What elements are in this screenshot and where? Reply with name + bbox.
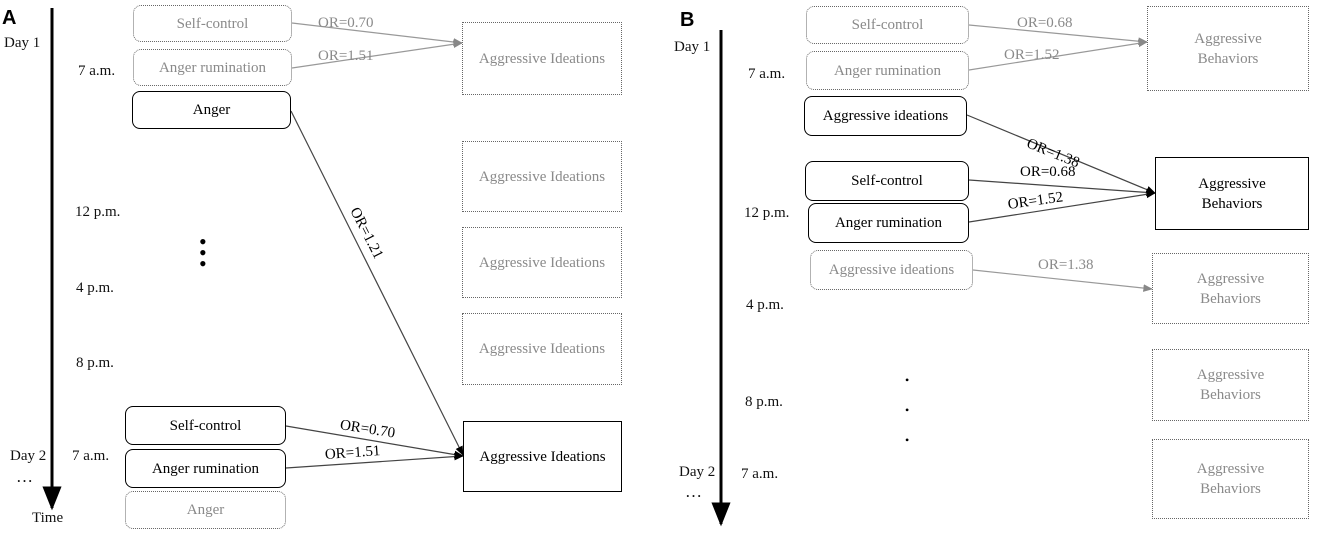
odds-ratio-label: OR=1.21 [346, 204, 386, 262]
time-label: 4 p.m. [746, 297, 784, 313]
time-label: 7 a.m. [78, 63, 116, 79]
node-self-control: Self-control [125, 406, 286, 445]
odds-ratio-label: OR=0.68 [1017, 15, 1073, 31]
odds-ratio-label: OR=1.51 [318, 48, 374, 64]
node-self-control: Self-control [806, 6, 969, 44]
ellipsis-dot: • [905, 433, 910, 447]
node-anger: Anger [132, 91, 291, 129]
day-label: Day 1 [4, 35, 41, 51]
day-label: Day 2 [679, 464, 716, 480]
odds-ratio-label: OR=0.70 [318, 15, 374, 31]
panel-letter: A [2, 7, 17, 29]
node-anger-rumination: Anger rumination [808, 203, 969, 243]
time-axis-label: Time [32, 510, 64, 526]
time-label: 7 a.m. [72, 448, 110, 464]
odds-ratio-label: OR=1.52 [1004, 47, 1060, 63]
day-label: Day 1 [674, 39, 711, 55]
time-label: 8 p.m. [76, 355, 114, 371]
continuation-ellipsis: … [16, 467, 33, 486]
node-anger-rumination: Anger rumination [133, 49, 292, 86]
ellipsis-dot: • [905, 403, 910, 417]
node-self-control: Self-control [133, 5, 292, 42]
vertical-ellipsis: • • • [905, 365, 909, 455]
outcome-aggressive-ideations: Aggressive Ideations [462, 141, 622, 212]
panel-letter: B [680, 9, 695, 31]
day-label: Day 2 [10, 448, 47, 464]
panel-a: A Day 1 Day 2 … Time 7 a.m. 12 p.m. 4 p.… [0, 0, 650, 536]
odds-ratio-label: OR=0.70 [338, 417, 397, 442]
node-aggressive-ideations: Aggressive ideations [810, 250, 973, 290]
ellipsis-dot: • [199, 240, 207, 265]
node-anger: Anger [125, 491, 286, 529]
outcome-aggressive-ideations: Aggressive Ideations [462, 227, 622, 298]
ellipsis-dot: • [905, 373, 910, 387]
time-label: 7 a.m. [741, 466, 779, 482]
vertical-ellipsis: • • • [199, 229, 207, 276]
outcome-aggressive-ideations: Aggressive Ideations [462, 313, 622, 385]
time-label: 8 p.m. [745, 394, 783, 410]
time-label: 12 p.m. [744, 205, 790, 221]
arrow-anger-lagged [290, 110, 464, 456]
panel-b: B Day 1 Day 2 … 7 a.m. 12 p.m. 4 p.m. 8 … [655, 0, 1325, 536]
time-label: 7 a.m. [748, 66, 786, 82]
node-self-control: Self-control [805, 161, 969, 201]
outcome-aggressive-ideations: Aggressive Ideations [462, 22, 622, 95]
odds-ratio-label: OR=1.52 [1006, 189, 1065, 213]
node-anger-rumination: Anger rumination [125, 449, 286, 488]
odds-ratio-label: OR=0.68 [1020, 164, 1076, 180]
node-aggressive-ideations: Aggressive ideations [804, 96, 967, 136]
odds-ratio-label: OR=1.38 [1038, 257, 1094, 273]
continuation-ellipsis: … [685, 482, 702, 501]
time-label: 4 p.m. [76, 280, 114, 296]
outcome-aggressive-ideations: Aggressive Ideations [463, 421, 622, 492]
time-label: 12 p.m. [75, 204, 121, 220]
ellipsis-dot: • [199, 251, 207, 276]
ellipsis-dot: • [199, 229, 207, 254]
odds-ratio-label: OR=1.51 [324, 443, 381, 463]
node-anger-rumination: Anger rumination [806, 51, 969, 90]
